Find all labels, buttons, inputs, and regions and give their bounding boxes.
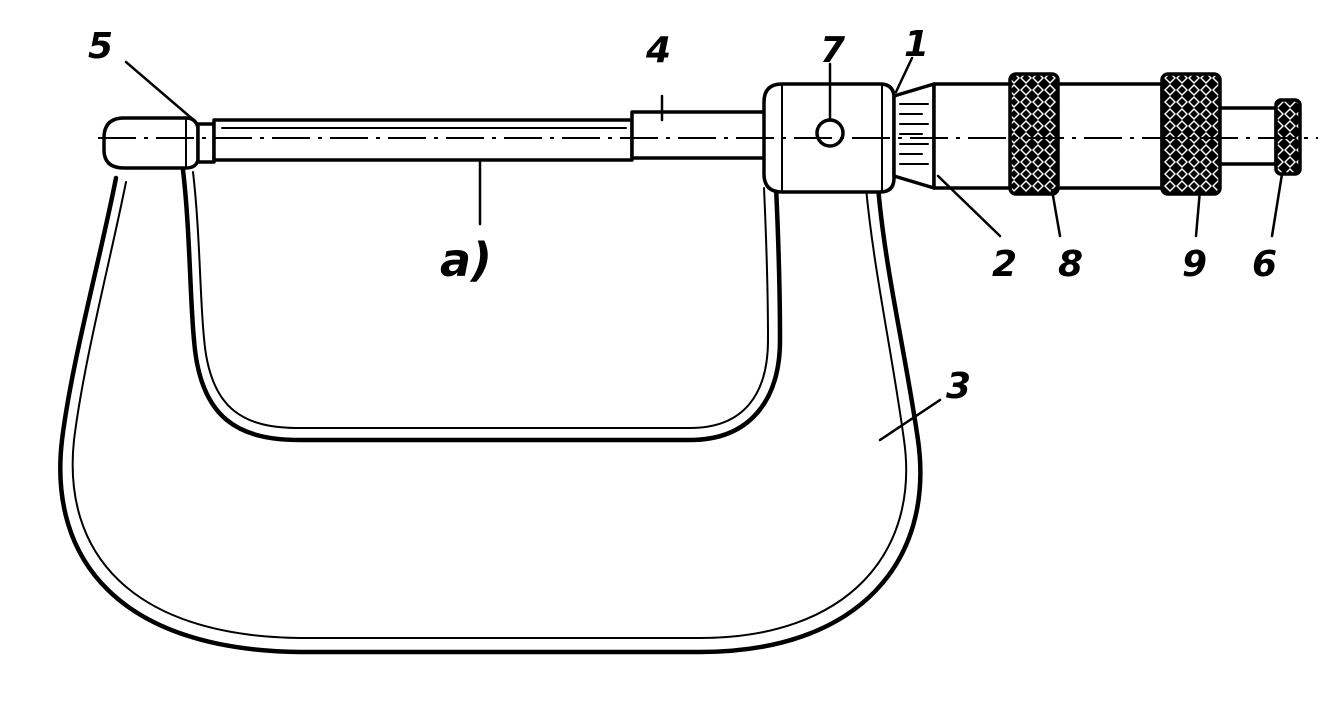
leader-2	[936, 174, 1002, 238]
leader-lines	[124, 56, 1284, 442]
leader-9	[1194, 188, 1202, 238]
leader-8	[1050, 188, 1062, 238]
anvil-body	[102, 116, 200, 170]
leader-5	[124, 60, 198, 124]
spindle	[212, 118, 634, 162]
label-8: 8	[1058, 244, 1083, 285]
label-9: 9	[1182, 244, 1207, 285]
spindle-shaft-body	[630, 110, 774, 160]
frame-outer-left-edge	[58, 175, 923, 655]
label-7: 7	[820, 30, 845, 71]
knurled-ring-9	[1160, 72, 1222, 196]
thimble	[892, 82, 1014, 190]
lock-hole	[815, 118, 845, 148]
label-5: 5	[88, 26, 113, 67]
leader-6	[1270, 172, 1284, 238]
label-1: 1	[904, 24, 929, 65]
ratchet-shaft	[1218, 106, 1278, 166]
anvil-neck	[196, 122, 216, 164]
graduation-marks	[899, 103, 929, 165]
frame-inner-edge	[180, 167, 783, 443]
frame	[58, 167, 923, 655]
label-2: 2	[992, 244, 1017, 285]
knurled-ring-8	[1008, 72, 1060, 196]
label-4: 4	[645, 30, 671, 71]
spindle-shaft	[630, 110, 774, 160]
frame-outer-left-edge-inner	[71, 181, 908, 639]
spindle-rod	[212, 118, 634, 162]
frame-inner-edge-inner	[192, 171, 769, 429]
leader-3	[878, 398, 942, 442]
label-3: 3	[946, 366, 971, 407]
label-a: a)	[440, 233, 492, 287]
middle-barrel	[1056, 82, 1164, 190]
thimble-cone	[892, 82, 936, 190]
anvil	[102, 116, 216, 170]
label-6: 6	[1252, 244, 1277, 285]
callout-labels: 5 4 7 1 2 8 9 6 3 a)	[88, 24, 1277, 407]
leader-1	[894, 56, 914, 94]
thimble-barrel	[932, 82, 1014, 190]
